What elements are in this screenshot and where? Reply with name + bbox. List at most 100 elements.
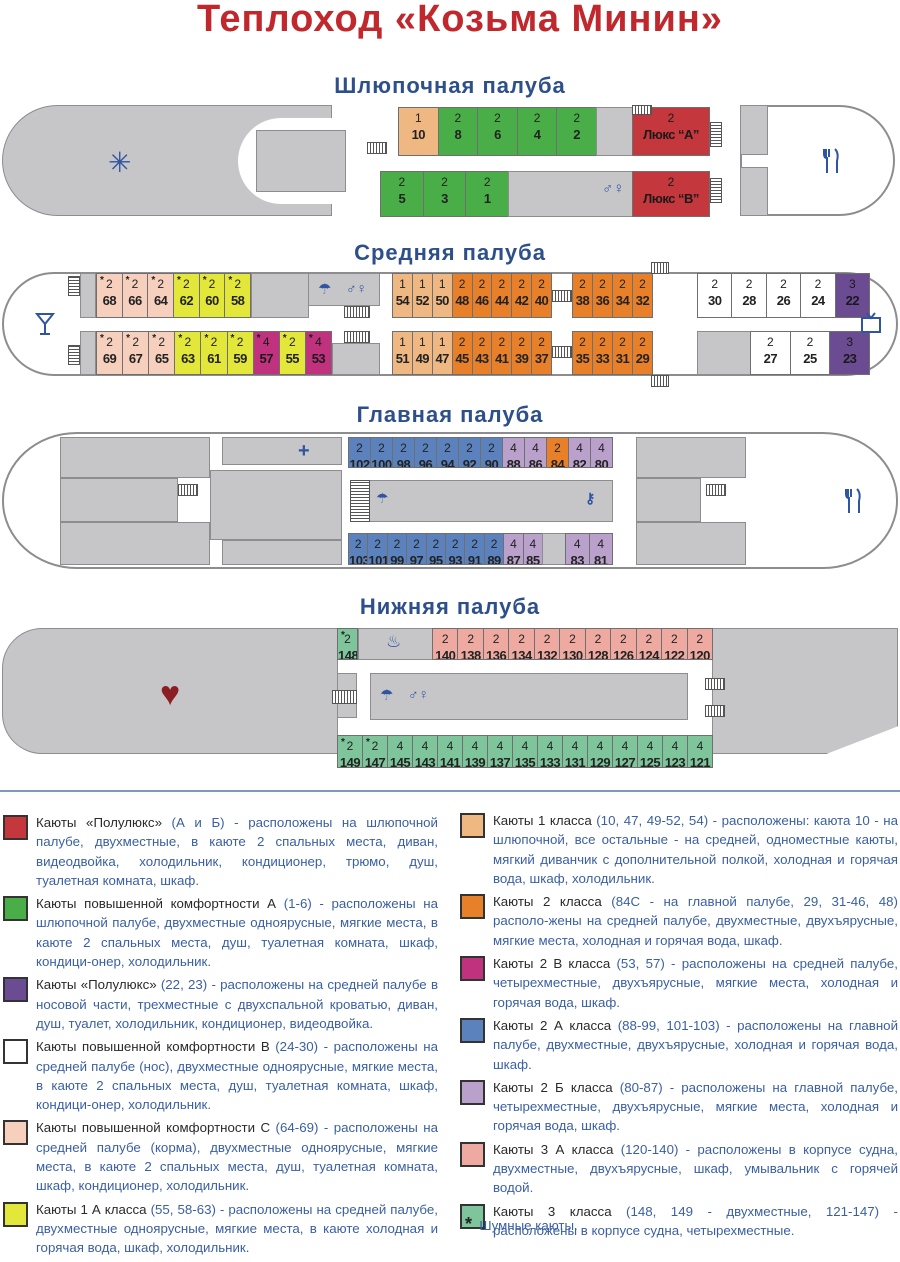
cabin-95[interactable]: 295 [426,534,447,564]
cabin-145[interactable]: 4145 [388,736,413,767]
cabin-45[interactable]: 245 [452,332,473,374]
cabin-28[interactable]: 228 [732,274,767,317]
cabin-129[interactable]: 4129 [588,736,613,767]
cabin-29[interactable]: 229 [633,332,652,374]
cabin-98[interactable]: 298 [393,438,415,467]
cabin-27[interactable]: 227 [751,332,791,374]
cabin-120[interactable]: 2120 [687,629,712,659]
cabin-33[interactable]: 233 [593,332,613,374]
cabin-136[interactable]: 2136 [483,629,510,659]
cabin-84[interactable]: 284 [547,438,569,467]
cabin-85[interactable]: 485 [523,534,543,564]
cabin-134[interactable]: 2134 [509,629,535,659]
cabin-123[interactable]: 4123 [663,736,688,767]
cabin-149[interactable]: *2149 [338,736,363,767]
cabin-82[interactable]: 482 [569,438,591,467]
cabin-81[interactable]: 481 [589,534,612,564]
cabin-55[interactable]: *255 [279,332,306,374]
cabin-1[interactable]: 21 [466,172,509,216]
cabin-97[interactable]: 297 [407,534,427,564]
cabin-59[interactable]: *259 [227,332,254,374]
cabin-147[interactable]: *2147 [363,736,388,767]
cabin-89[interactable]: 289 [484,534,505,564]
cabin-8[interactable]: 28 [438,108,479,155]
cabin-87[interactable]: 487 [504,534,524,564]
cabin-35[interactable]: 235 [573,332,593,374]
cabin-93[interactable]: 293 [446,534,466,564]
cabin-24[interactable]: 224 [801,274,836,317]
cabin-99[interactable]: 299 [387,534,408,564]
cabin-67[interactable]: *267 [123,332,150,374]
cabin-62[interactable]: *262 [174,274,200,317]
cabin-B[interactable]: 2Люкс “B” [633,172,709,216]
cabin-10[interactable]: 110 [399,108,439,155]
cabin-125[interactable]: 4125 [638,736,663,767]
cabin-26[interactable]: 226 [766,274,802,317]
cabin-139[interactable]: 4139 [463,736,488,767]
cabin-50[interactable]: 150 [432,274,453,317]
cabin-127[interactable]: 4127 [613,736,638,767]
cabin-22[interactable]: 322 [835,274,870,317]
cabin-5[interactable]: 25 [381,172,424,216]
cabin-90[interactable]: 290 [481,438,503,467]
cabin-2[interactable]: 22 [557,108,596,155]
cabin-30[interactable]: 230 [698,274,733,317]
cabin-83[interactable]: 483 [566,534,590,564]
cabin-122[interactable]: 2122 [662,629,688,659]
cabin-48[interactable]: 248 [452,274,473,317]
cabin-126[interactable]: 2126 [611,629,637,659]
cabin-53[interactable]: *453 [305,332,331,374]
cabin-141[interactable]: 4141 [438,736,463,767]
cabin-135[interactable]: 4135 [513,736,538,767]
cabin-128[interactable]: 2128 [585,629,612,659]
cabin-41[interactable]: 241 [492,332,513,374]
cabin-91[interactable]: 291 [465,534,485,564]
cabin-63[interactable]: *263 [175,332,202,374]
cabin-34[interactable]: 234 [613,274,633,317]
cabin-143[interactable]: 4143 [413,736,438,767]
cabin-130[interactable]: 2130 [560,629,586,659]
cabin-86[interactable]: 486 [525,438,547,467]
cabin-102[interactable]: 2102 [349,438,371,467]
cabin-A[interactable]: 2Люкс “A” [633,108,709,155]
cabin-61[interactable]: *261 [201,332,228,374]
cabin-52[interactable]: 152 [412,274,433,317]
cabin-39[interactable]: 239 [512,332,533,374]
cabin-36[interactable]: 236 [593,274,613,317]
cabin-37[interactable]: 237 [532,332,551,374]
cabin-3[interactable]: 23 [423,172,467,216]
cabin-64[interactable]: *264 [148,274,175,317]
cabin-101[interactable]: 2101 [368,534,388,564]
cabin-51[interactable]: 151 [393,332,413,374]
cabin-43[interactable]: 243 [472,332,493,374]
cabin-47[interactable]: 147 [432,332,453,374]
cabin-60[interactable]: *260 [199,274,226,317]
cabin-6[interactable]: 26 [478,108,518,155]
cabin-68[interactable]: *268 [97,274,123,317]
cabin-132[interactable]: 2132 [534,629,561,659]
cabin-46[interactable]: 246 [472,274,493,317]
cabin-32[interactable]: 232 [633,274,652,317]
cabin-54[interactable]: 154 [393,274,413,317]
cabin-66[interactable]: *266 [122,274,149,317]
cabin-65[interactable]: *265 [149,332,176,374]
cabin-58[interactable]: *258 [225,274,251,317]
cabin-44[interactable]: 244 [492,274,513,317]
cabin-103[interactable]: 2103 [349,534,369,564]
cabin-133[interactable]: 4133 [538,736,563,767]
cabin-124[interactable]: 2124 [636,629,663,659]
cabin-94[interactable]: 294 [437,438,459,467]
cabin-40[interactable]: 240 [532,274,551,317]
cabin-25[interactable]: 225 [790,332,831,374]
cabin-131[interactable]: 4131 [563,736,588,767]
cabin-92[interactable]: 292 [459,438,481,467]
cabin-49[interactable]: 149 [412,332,433,374]
cabin-148[interactable]: *2148 [338,629,357,659]
cabin-121[interactable]: 4121 [688,736,712,767]
cabin-42[interactable]: 242 [512,274,533,317]
cabin-31[interactable]: 231 [613,332,633,374]
cabin-80[interactable]: 480 [591,438,612,467]
cabin-69[interactable]: *269 [97,332,124,374]
cabin-137[interactable]: 4137 [488,736,513,767]
cabin-38[interactable]: 238 [573,274,593,317]
